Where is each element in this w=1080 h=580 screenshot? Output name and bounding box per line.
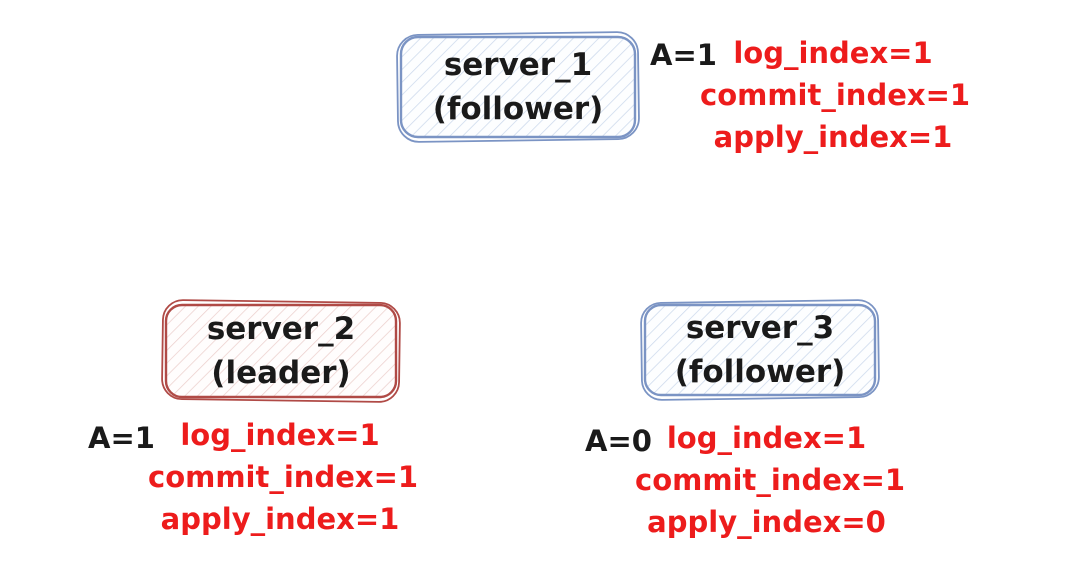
stat-line-log-index: log_index=1 (733, 36, 933, 70)
server-node-1: server_1 (follower) (392, 28, 644, 146)
stat-line-apply-index: apply_index=1 (160, 502, 400, 536)
stat-line-log-index: log_index=1 (666, 421, 867, 455)
stat-line-commit-index: commit_index=1 (700, 78, 971, 112)
stat-line-apply-index: apply_index=1 (713, 120, 953, 154)
server-label: server_1 (follower) (392, 28, 644, 146)
server-name-label: server_3 (685, 310, 835, 346)
server-node-2: server_2 (leader) (157, 296, 405, 406)
server-name-label: server_2 (206, 311, 356, 347)
leader-sketch-box-icon (161, 299, 401, 403)
stat-line-commit-index: commit_index=1 (635, 463, 906, 497)
server-name-label: server_1 (443, 47, 593, 83)
server-label: server_3 (follower) (636, 296, 884, 404)
server-role-label: (follower) (674, 354, 846, 390)
server-label: server_2 (leader) (157, 296, 405, 406)
server-role-label: (follower) (432, 91, 604, 127)
a-value-label: A=1 (650, 38, 717, 72)
follower-sketch-box-icon (396, 31, 640, 143)
a-value-label: A=1 (88, 421, 155, 455)
stat-line-commit-index: commit_index=1 (148, 460, 419, 494)
server-3-stats: A=0 log_index=1 commit_index=1 apply_ind… (585, 417, 906, 543)
server-role-label: (leader) (211, 355, 351, 391)
server-1-stats: A=1 log_index=1 commit_index=1 apply_ind… (650, 32, 971, 158)
server-2-stats: A=1 log_index=1 commit_index=1 apply_ind… (88, 414, 419, 540)
a-value-label: A=0 (585, 424, 652, 458)
server-node-3: server_3 (follower) (636, 296, 884, 404)
stat-line-apply-index: apply_index=0 (647, 505, 886, 539)
stat-line-log-index: log_index=1 (180, 418, 380, 452)
follower-sketch-box-icon (640, 299, 880, 401)
